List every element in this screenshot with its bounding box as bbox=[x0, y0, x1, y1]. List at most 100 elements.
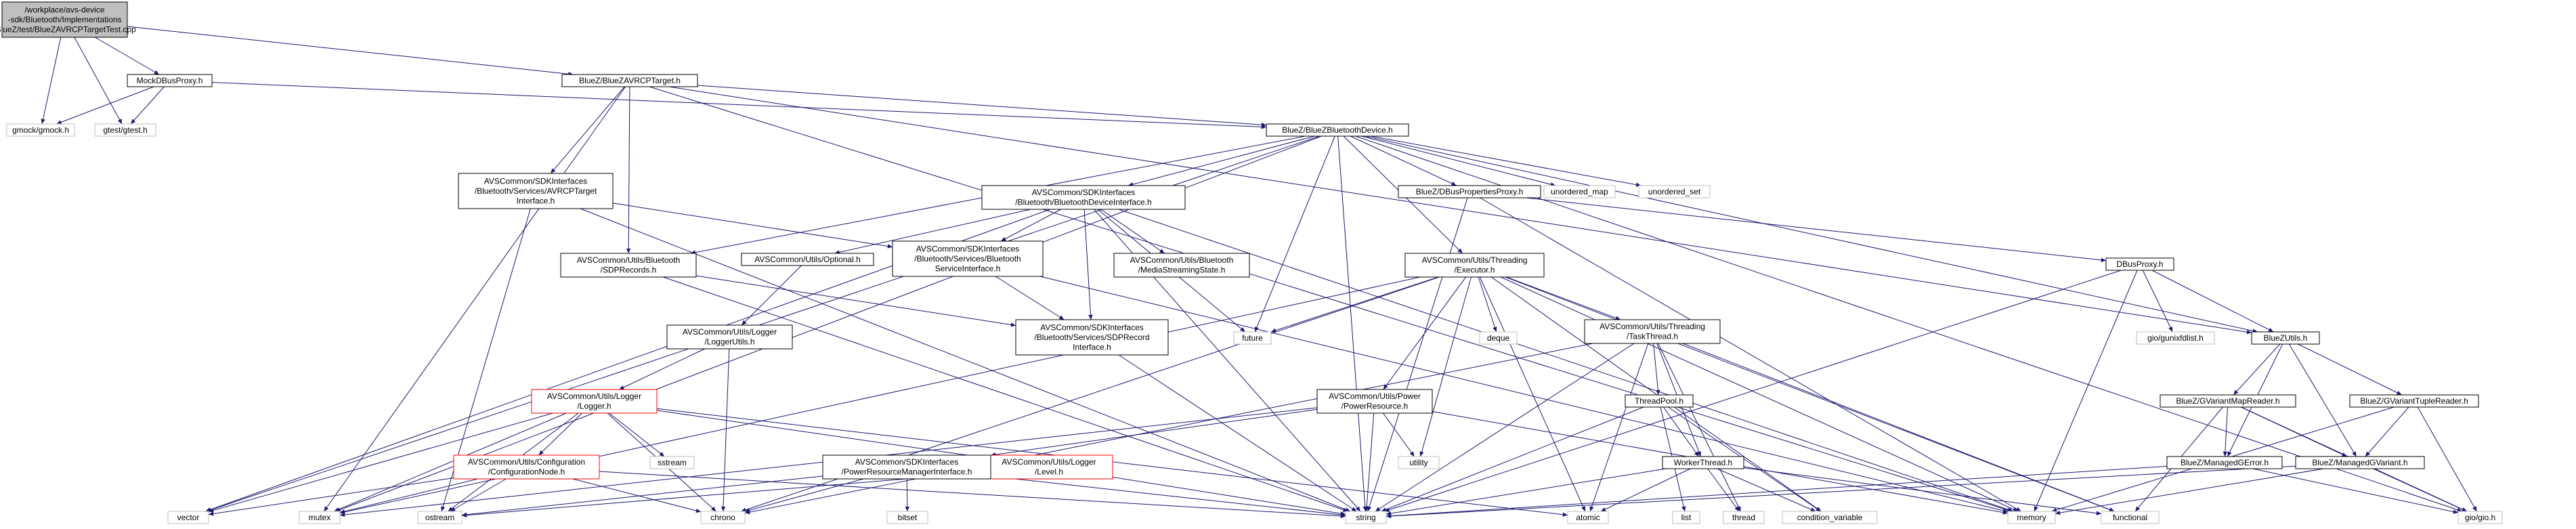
node-label: utility bbox=[1409, 458, 1427, 467]
edge-powermgr-to-ostream bbox=[461, 475, 823, 517]
edge-root-to-gmock bbox=[41, 37, 62, 125]
edge-root-to-avrcptarget bbox=[127, 26, 574, 77]
node-level[interactable]: AVSCommon/Utils/Logger/Level.h bbox=[985, 454, 1113, 480]
node-box bbox=[2105, 257, 2174, 271]
node-box bbox=[2295, 456, 2425, 469]
node-mediastate[interactable]: AVSCommon/Utils/Bluetooth/MediaStreaming… bbox=[1113, 253, 1250, 278]
node-gvarianttuple[interactable]: BlueZ/GVariantTupleReader.h bbox=[2349, 394, 2479, 408]
node-label: atomic bbox=[1576, 513, 1600, 522]
edge-avrcptarget-to-memory bbox=[649, 86, 2013, 512]
edge-powerres-to-string bbox=[1365, 412, 1375, 512]
node-box bbox=[892, 240, 1044, 277]
edge-confignode-to-ostream bbox=[450, 478, 507, 512]
node-label: mutex bbox=[309, 513, 331, 522]
node-box bbox=[2007, 511, 2056, 524]
node-label: AVSCommon/SDKInterfaces bbox=[484, 176, 588, 186]
edge-executor-to-powerres bbox=[1383, 276, 1467, 390]
node-box bbox=[2457, 511, 2503, 524]
edge-sdkbtdev-to-memory bbox=[1118, 209, 2014, 512]
node-box bbox=[1345, 511, 1387, 524]
node-sdprecords[interactable]: AVSCommon/Utils/Bluetooth/SDPRecords.h bbox=[560, 253, 697, 278]
node-label: /TaskThread.h bbox=[1627, 332, 1678, 341]
node-box bbox=[2136, 331, 2215, 345]
node-powermgr[interactable]: AVSCommon/SDKInterfaces/PowerResourceMan… bbox=[822, 454, 991, 480]
node-bluezutils[interactable]: BlueZUtils.h bbox=[2251, 331, 2320, 345]
node-sdkavrcp[interactable]: AVSCommon/SDKInterfaces/Bluetooth/Servic… bbox=[458, 173, 614, 209]
node-btservice[interactable]: AVSCommon/SDKInterfaces/Bluetooth/Servic… bbox=[892, 240, 1044, 277]
node-logger[interactable]: AVSCommon/Utils/Logger/Logger.h bbox=[531, 389, 658, 414]
edge-logger-to-vector bbox=[208, 412, 553, 513]
node-confignode[interactable]: AVSCommon/Utils/Configuration/Configurat… bbox=[453, 454, 600, 480]
edge-bluezutils-to-gvarianttuple bbox=[2298, 343, 2402, 396]
node-box bbox=[531, 389, 658, 414]
node-managedgvariant[interactable]: BlueZ/ManagedGVariant.h bbox=[2295, 456, 2425, 469]
edge-level-to-string bbox=[1112, 477, 1346, 516]
node-box bbox=[2349, 394, 2479, 408]
edge-bluezutils-to-managedgvariant bbox=[2288, 343, 2357, 457]
edge-executor-to-atomic bbox=[1479, 276, 1586, 512]
node-bitset: bitset bbox=[886, 511, 928, 524]
node-bluezdevice[interactable]: BlueZ/BlueZBluetoothDevice.h bbox=[1266, 123, 1409, 137]
edge-dbusproxy-to-giounix bbox=[2142, 270, 2173, 333]
edge-dbusprops-to-string bbox=[1367, 197, 1468, 512]
edge-executor-to-deque bbox=[1478, 276, 1497, 333]
node-dbusproxy[interactable]: DBusProxy.h bbox=[2105, 257, 2174, 271]
node-label: gtest/gtest.h bbox=[103, 125, 147, 135]
node-box bbox=[886, 511, 928, 524]
node-loggerutils[interactable]: AVSCommon/Utils/Logger/LoggerUtils.h bbox=[666, 324, 793, 350]
edge-dbusproxy-to-string bbox=[1384, 270, 2122, 512]
node-deque: deque bbox=[1479, 331, 1518, 345]
node-optional[interactable]: AVSCommon/Utils/Optional.h bbox=[741, 253, 874, 266]
node-dbusprops[interactable]: BlueZ/DBusPropertiesProxy.h bbox=[1398, 185, 1541, 198]
node-managedgerror[interactable]: BlueZ/ManagedGError.h bbox=[2166, 456, 2283, 469]
node-label: AVSCommon/Utils/Bluetooth bbox=[577, 255, 681, 265]
node-powerres[interactable]: AVSCommon/Utils/Power/PowerResource.h bbox=[1316, 389, 1433, 414]
node-box bbox=[94, 123, 156, 137]
node-root[interactable]: /workplace/avs-device-sdk/Bluetooth/Impl… bbox=[0, 1, 136, 38]
edge-confignode-to-vector bbox=[208, 478, 454, 516]
node-gtest: gtest/gtest.h bbox=[94, 123, 156, 137]
node-sdprecord[interactable]: AVSCommon/SDKInterfaces/Bluetooth/Servic… bbox=[1015, 319, 1169, 356]
node-list: list bbox=[1672, 511, 1700, 524]
node-sdkbtdev[interactable]: AVSCommon/SDKInterfaces/Bluetooth/Blueto… bbox=[981, 185, 1186, 210]
node-functional: functional bbox=[2101, 511, 2160, 524]
node-label: /PowerResource.h bbox=[1341, 402, 1409, 411]
edge-loggerutils-to-chrono bbox=[721, 348, 730, 512]
node-workerthread[interactable]: WorkerThread.h bbox=[1662, 456, 1744, 469]
node-label: sstream bbox=[658, 458, 687, 467]
node-layer: /workplace/avs-device-sdk/Bluetooth/Impl… bbox=[0, 1, 2503, 524]
node-label: BlueZ/BlueZAVRCPTarget.h bbox=[579, 76, 681, 85]
node-mockdbus[interactable]: MockDBusProxy.h bbox=[127, 74, 213, 87]
node-label: AVSCommon/Utils/Configuration bbox=[468, 457, 585, 467]
edge-level-to-ostream bbox=[461, 471, 986, 517]
node-threadpool[interactable]: ThreadPool.h bbox=[1625, 394, 1694, 408]
node-label: unordered_set bbox=[1648, 187, 1701, 196]
node-thread: thread bbox=[1723, 511, 1765, 524]
node-taskthread[interactable]: AVSCommon/Utils/Threading/TaskThread.h bbox=[1584, 319, 1721, 344]
node-avrcptarget[interactable]: BlueZ/BlueZAVRCPTarget.h bbox=[561, 74, 698, 87]
edge-managedgvariant-to-memory bbox=[2055, 468, 2324, 515]
edge-taskthread-to-atomic bbox=[1589, 343, 1649, 512]
node-label: gmock/gmock.h bbox=[12, 125, 69, 135]
edge-bluezdevice-to-unordered_map bbox=[1361, 135, 1556, 187]
node-box bbox=[453, 454, 600, 480]
edge-executor-to-memory bbox=[1500, 276, 2019, 512]
edge-layer bbox=[41, 26, 2477, 519]
edge-mockdbus-to-gtest bbox=[130, 86, 165, 125]
node-label: string bbox=[1356, 513, 1375, 522]
node-box bbox=[458, 173, 614, 209]
node-label: BlueZ/DBusPropertiesProxy.h bbox=[1416, 187, 1524, 196]
edge-logger-to-sstream bbox=[609, 412, 665, 457]
edge-dbusprops-to-dbusproxy bbox=[1526, 197, 2107, 263]
node-label: AVSCommon/Utils/Optional.h bbox=[754, 255, 861, 264]
node-executor[interactable]: AVSCommon/Utils/Threading/Executor.h bbox=[1404, 253, 1545, 278]
edge-taskthread-to-functional bbox=[1682, 343, 2115, 512]
edge-bluezdevice-to-sdkbtdev bbox=[1128, 135, 1315, 187]
edge-bluezdevice-to-gio bbox=[1355, 135, 2463, 512]
node-gvariantmap[interactable]: BlueZ/GVariantMapReader.h bbox=[2160, 394, 2296, 408]
edge-executor-to-utility bbox=[1419, 276, 1472, 457]
node-box bbox=[985, 454, 1113, 480]
node-box bbox=[1398, 185, 1541, 198]
node-ostream: ostream bbox=[417, 511, 463, 524]
